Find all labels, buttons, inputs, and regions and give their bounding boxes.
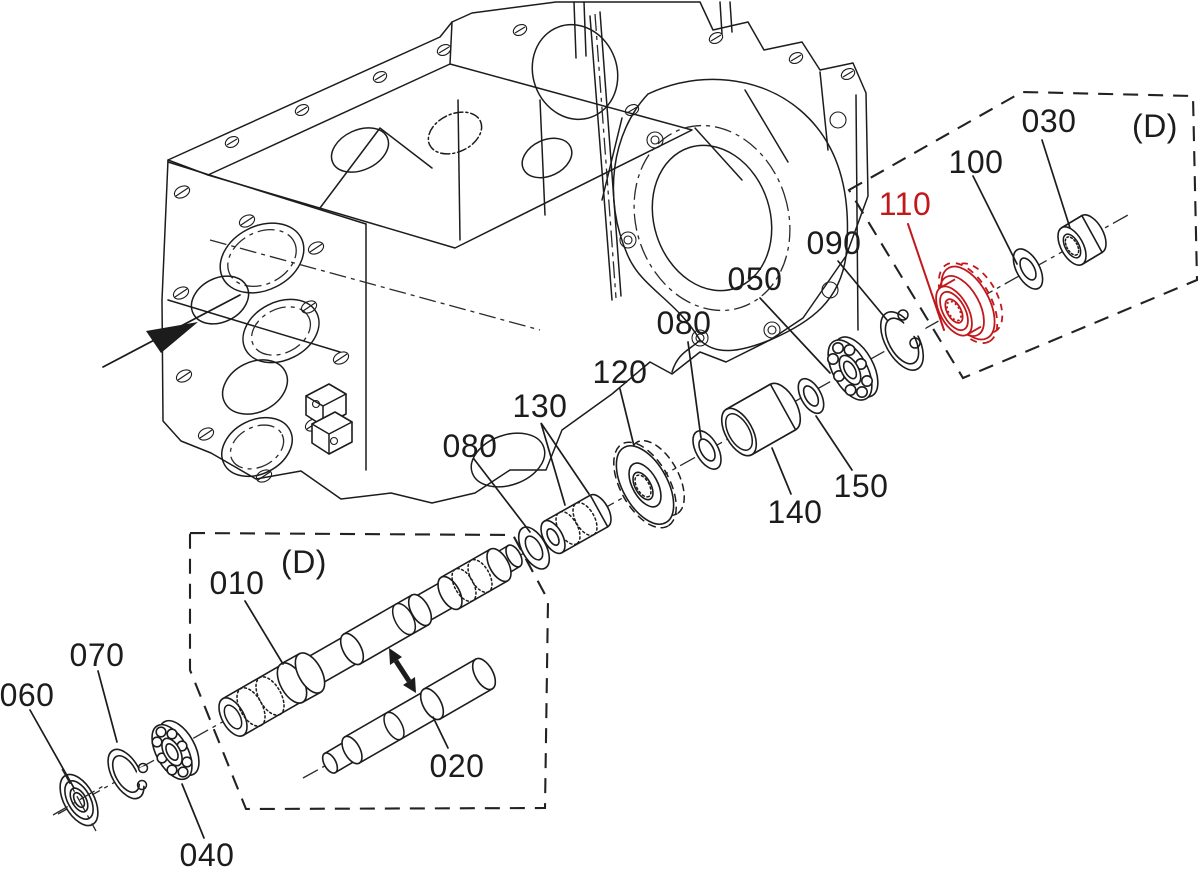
- part-label-130[interactable]: 130: [513, 388, 568, 424]
- leader-050: [759, 297, 831, 374]
- leader-020: [432, 716, 449, 749]
- part-label-090[interactable]: 090: [807, 225, 862, 261]
- leader-140: [771, 447, 792, 495]
- part-label-150[interactable]: 150: [834, 468, 889, 504]
- view-direction-arrow: [102, 294, 241, 368]
- leader-150: [815, 415, 853, 471]
- part-020-counter-shaft: [321, 657, 497, 774]
- part-label-010[interactable]: 010: [210, 565, 265, 601]
- shaft-020-centerline: [302, 761, 333, 779]
- part-label-060[interactable]: 060: [0, 677, 54, 713]
- part-050-ball-bearing: [826, 336, 879, 401]
- leader-110: [907, 223, 945, 331]
- part-090-snap-ring: [879, 309, 926, 371]
- part-130-needle-bearings: [540, 493, 612, 555]
- detail-label-upper: (D): [1132, 108, 1178, 144]
- part-label-100[interactable]: 100: [949, 144, 1004, 180]
- leader-060: [29, 709, 75, 789]
- part-label-080-right[interactable]: 080: [657, 305, 712, 341]
- part-label-020[interactable]: 020: [430, 748, 485, 784]
- part-label-050[interactable]: 050: [728, 261, 783, 297]
- leader-010: [244, 600, 284, 665]
- part-150-washer: [797, 377, 825, 415]
- detail-box-lower: [188, 531, 550, 811]
- part-label-070[interactable]: 070: [70, 637, 125, 673]
- bolt-holes-flange: [619, 111, 847, 347]
- leader-090: [837, 260, 888, 321]
- detail-box-upper: [847, 90, 1199, 380]
- part-060-seal: [52, 768, 106, 832]
- leader-100: [972, 175, 1018, 265]
- part-label-110-highlighted[interactable]: 110: [879, 186, 932, 222]
- part-100-washer: [1012, 248, 1044, 290]
- part-label-120[interactable]: 120: [593, 354, 648, 390]
- part-110-gear-highlighted: [935, 262, 1004, 344]
- part-120-gear: [613, 439, 685, 529]
- part-140-spacer: [720, 382, 802, 457]
- bolt-holes-rim: [224, 23, 856, 149]
- leader-030: [1041, 139, 1071, 229]
- part-040-ball-bearing: [151, 719, 200, 781]
- part-label-140[interactable]: 140: [768, 494, 823, 530]
- leader-080-left: [473, 458, 531, 533]
- leader-120: [619, 388, 635, 447]
- part-070-snap-ring: [107, 748, 156, 800]
- leader-070: [97, 670, 118, 743]
- gearbox-housing-illustration: [161, 1, 869, 504]
- part-010-main-shaft: [218, 544, 523, 737]
- part-label-080-left[interactable]: 080: [443, 428, 498, 464]
- leader-130: [540, 422, 590, 506]
- part-label-040[interactable]: 040: [180, 837, 235, 871]
- part-030-bushing: [1057, 214, 1107, 266]
- detail-label-lower: (D): [281, 544, 327, 580]
- part-label-030[interactable]: 030: [1022, 103, 1077, 139]
- leader-080-right: [687, 341, 702, 439]
- part-080-washer-right: [692, 430, 722, 470]
- leader-040: [181, 783, 205, 839]
- swap-double-arrow: [389, 648, 416, 693]
